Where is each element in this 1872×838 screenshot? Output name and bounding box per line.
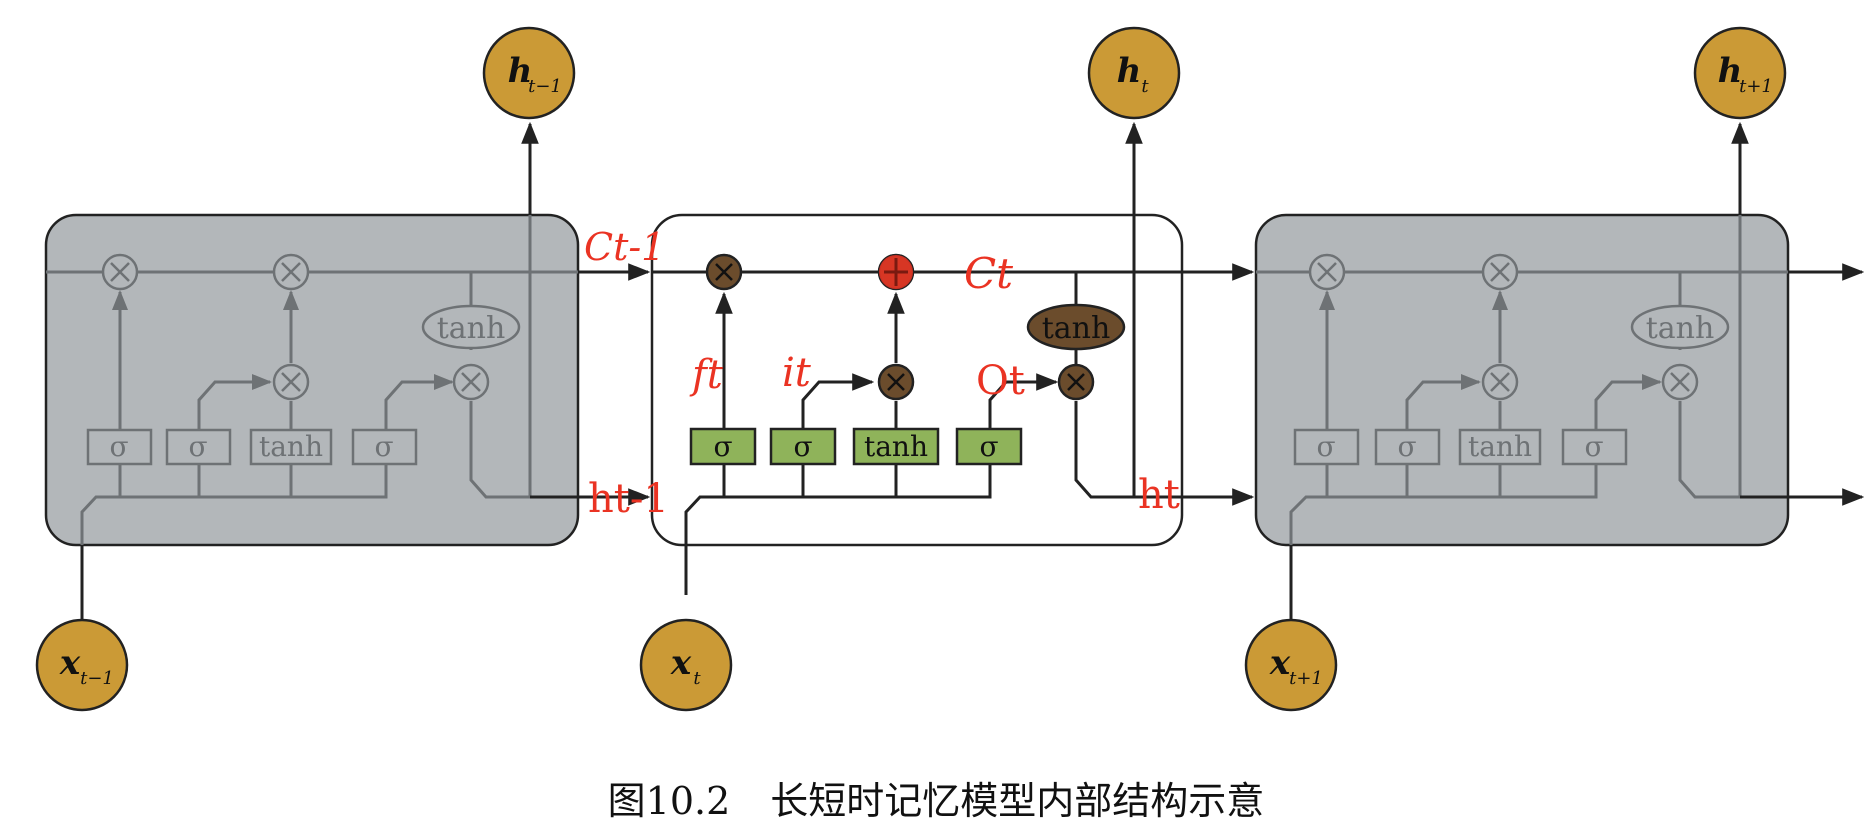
- center-gate-output: σ: [955, 427, 1023, 466]
- left-lstm-cell: tanh σ σ tanh σ: [44, 213, 580, 547]
- center-gate-output-label: σ: [979, 430, 998, 463]
- node-h-next-main: h: [1718, 51, 1743, 91]
- left-input-arrow: [197, 374, 272, 430]
- right-gate-output-label: σ: [1584, 430, 1603, 463]
- right-input-arrow: [1405, 374, 1481, 430]
- left-multiply-forget: [101, 253, 139, 291]
- left-gate-candidate: tanh: [249, 428, 333, 466]
- annotation-f-t: ft: [689, 352, 724, 398]
- right-gate-forget-label: σ: [1316, 430, 1335, 463]
- node-x-next: x t+1: [1244, 618, 1338, 712]
- node-h-next: h t+1: [1693, 26, 1787, 120]
- handwritten-annotations: Ct-1 Ct ht-1 ht ft it Ot: [584, 225, 1180, 522]
- right-multiply-output: [1661, 363, 1699, 401]
- right-multiply-forget: [1308, 253, 1346, 291]
- right-lstm-cell: tanh σ σ tanh σ: [1254, 213, 1790, 547]
- right-gate-output: σ: [1561, 428, 1628, 466]
- node-h-prev-main: h: [508, 51, 533, 91]
- center-hidden-input-line: [684, 444, 992, 595]
- caption-figure-number: 图10.2: [607, 779, 731, 823]
- center-gate-candidate: tanh: [852, 427, 940, 466]
- node-x-t-main: x: [670, 643, 692, 683]
- node-h-prev: h t−1: [482, 26, 576, 120]
- center-multiply-output: [1057, 363, 1095, 401]
- node-h-t-sub: t: [1141, 76, 1149, 97]
- center-cell-tanh-label: tanh: [1042, 311, 1111, 346]
- node-x-prev: x t−1: [35, 618, 129, 712]
- center-input-arrow: [801, 373, 875, 430]
- right-cell-tanh-label: tanh: [1646, 311, 1715, 346]
- center-multiply-input: [877, 363, 915, 401]
- left-gate-forget-label: σ: [109, 430, 128, 463]
- right-gate-input-label: σ: [1397, 430, 1416, 463]
- center-gate-input-label: σ: [793, 430, 812, 463]
- left-gate-input-label: σ: [188, 430, 207, 463]
- center-hidden-output-line: [1074, 401, 1182, 499]
- center-cell-tanh: tanh: [1026, 303, 1126, 351]
- right-gate-forget: σ: [1293, 428, 1360, 466]
- left-multiply-input: [272, 363, 310, 401]
- figure-caption: 图10.2 长短时记忆模型内部结构示意: [0, 770, 1872, 825]
- node-x-prev-main: x: [59, 643, 81, 683]
- left-multiply-output: [452, 363, 490, 401]
- caption-text: 长短时记忆模型内部结构示意: [770, 779, 1265, 823]
- left-gate-output-label: σ: [374, 430, 393, 463]
- right-gate-input: σ: [1374, 428, 1441, 466]
- left-output-arrow: [384, 374, 454, 430]
- right-output-arrow: [1594, 374, 1662, 430]
- left-gate-output: σ: [351, 428, 418, 466]
- right-multiply-input: [1481, 363, 1519, 401]
- node-h-next-sub: t+1: [1739, 76, 1773, 97]
- right-cell-tanh: tanh: [1630, 304, 1730, 350]
- right-hidden-output-line: [1678, 215, 1742, 499]
- node-x-prev-sub: t−1: [80, 668, 114, 689]
- center-gate-candidate-label: tanh: [864, 430, 928, 463]
- left-multiply-add: [272, 253, 310, 291]
- left-hidden-output-line: [469, 215, 532, 499]
- left-cell-tanh-label: tanh: [437, 311, 506, 346]
- left-hidden-input-line: [80, 444, 388, 545]
- node-x-next-sub: t+1: [1289, 668, 1323, 689]
- center-gate-forget: σ: [689, 427, 757, 466]
- right-hidden-input-line: [1289, 444, 1598, 545]
- right-gate-candidate: tanh: [1458, 428, 1542, 466]
- left-gate-forget: σ: [86, 428, 153, 466]
- annotation-c-t: Ct: [964, 249, 1013, 298]
- left-gate-input: σ: [165, 428, 232, 466]
- right-gate-candidate-label: tanh: [1468, 430, 1532, 463]
- node-h-t: h t: [1087, 26, 1181, 120]
- left-gate-candidate-label: tanh: [259, 430, 323, 463]
- annotation-h-prev: ht-1: [588, 476, 669, 522]
- node-x-t: x t: [639, 618, 733, 712]
- node-x-t-sub: t: [693, 668, 701, 689]
- node-h-t-main: h: [1117, 51, 1142, 91]
- annotation-o-t: Ot: [976, 358, 1025, 404]
- node-h-prev-sub: t−1: [528, 76, 562, 97]
- center-gate-forget-label: σ: [713, 430, 732, 463]
- annotation-h-t: ht: [1138, 472, 1180, 518]
- center-multiply-forget: [705, 253, 743, 291]
- annotation-c-prev: Ct-1: [584, 225, 665, 269]
- center-gate-input: σ: [769, 427, 837, 466]
- left-cell-tanh: tanh: [421, 304, 521, 350]
- center-output-arrow: [988, 373, 1059, 430]
- right-multiply-add: [1481, 253, 1519, 291]
- annotation-i-t: it: [782, 350, 812, 396]
- red-add-mark: [879, 255, 913, 289]
- node-x-next-main: x: [1269, 643, 1291, 683]
